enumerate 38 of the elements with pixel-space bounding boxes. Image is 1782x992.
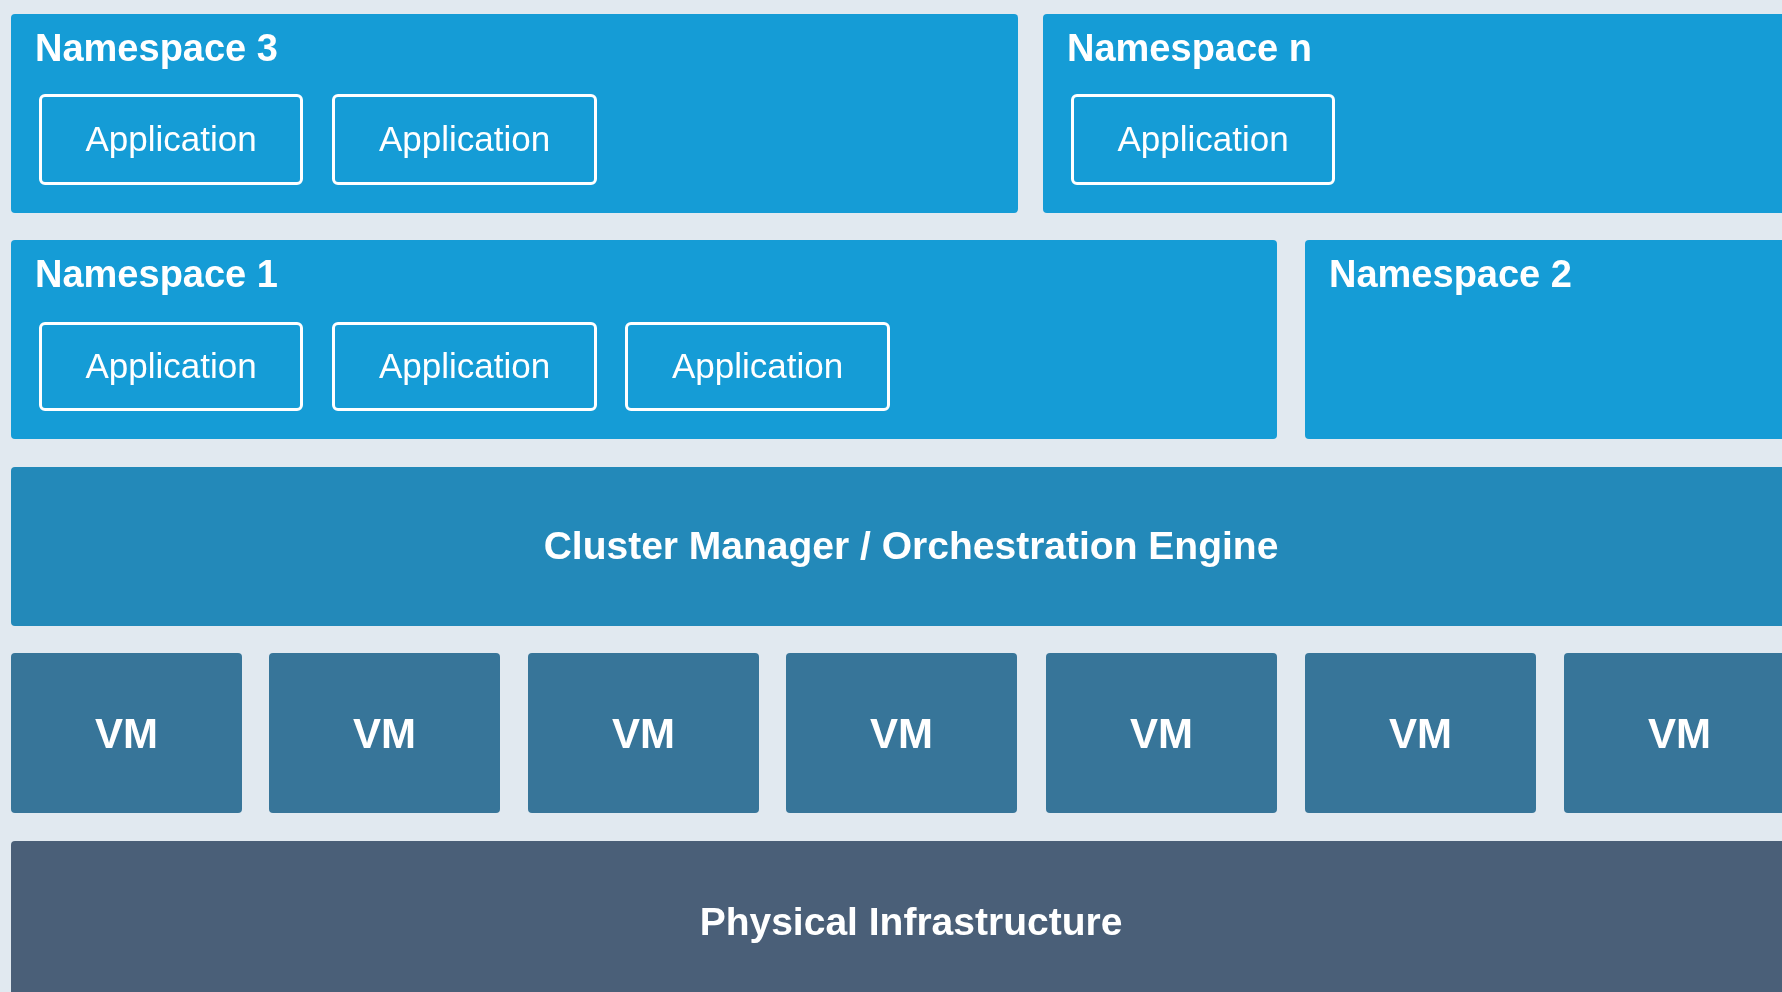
vm-label: VM [1130,708,1193,759]
vm-label: VM [1389,708,1452,759]
application-box [39,322,303,411]
application-box [625,322,890,411]
vm-label: VM [353,708,416,759]
cluster-manager-layer [11,467,1782,626]
application-label: Application [671,345,844,388]
vm-box [11,653,242,813]
application-label: Application [85,345,257,388]
vm-label: VM [870,708,933,759]
application-label: Application [378,345,551,388]
layer-label: Physical Infrastructure [699,899,1123,945]
application-label: Application [85,118,257,161]
vm-box [786,653,1017,813]
infrastructure-layer [11,841,1782,992]
application-box [332,322,597,411]
application-label: Application [1117,118,1289,161]
application-box [332,94,597,185]
vm-box [269,653,500,813]
namespace-title: Namespace n [1067,27,1312,69]
vm-label: VM [1648,708,1711,759]
layer-label: Cluster Manager / Orchestration Engine [543,523,1279,570]
namespace-title: Namespace 2 [1329,253,1572,295]
vm-box [1564,653,1782,813]
application-box [1071,94,1335,185]
vm-box [1305,653,1536,813]
namespace-panel [11,14,1018,213]
vm-box [528,653,759,813]
vm-box [1046,653,1277,813]
namespace-panel [1305,240,1782,439]
namespace-title: Namespace 1 [35,253,278,295]
namespace-panel [1043,14,1782,213]
namespace-title: Namespace 3 [35,27,278,69]
vm-label: VM [612,708,675,759]
application-box [39,94,303,185]
namespace-panel [11,240,1277,439]
application-label: Application [378,118,551,161]
vm-label: VM [95,708,158,759]
